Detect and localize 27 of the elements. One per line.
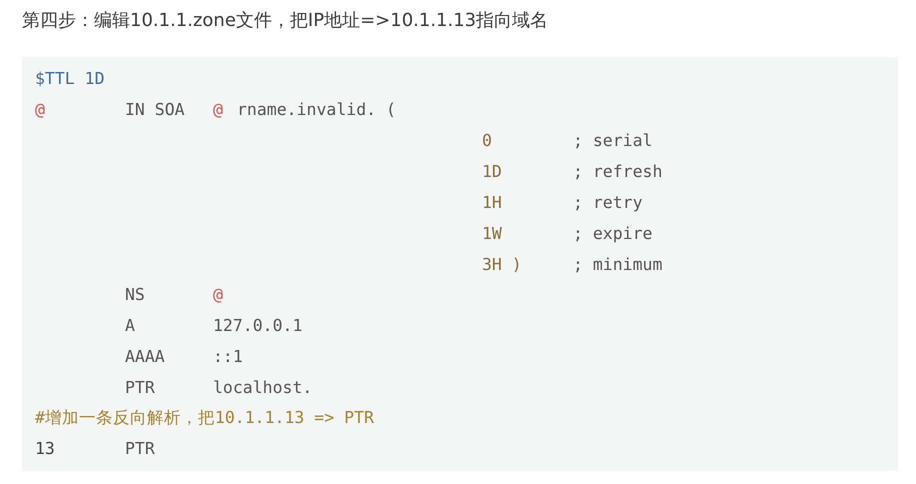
heading: 第四步：编辑10.1.1.zone文件，把IP地址=>10.1.1.13指向域名 (22, 9, 548, 32)
code-text: $TTL 1D (35, 69, 105, 89)
code-text: PTR (125, 439, 155, 459)
code-text: localhost. (213, 378, 312, 398)
code-text: PTR (125, 378, 155, 398)
code-text: IN SOA (125, 100, 185, 120)
code-text: rname.invalid. ( (237, 100, 396, 120)
code-text: ::1 (213, 347, 243, 367)
code-text: 0 (482, 131, 492, 151)
code-text: ; minimum (573, 255, 662, 275)
code-text: @ (213, 100, 223, 120)
code-text: 1W (482, 224, 502, 244)
code-text: 127.0.0.1 (213, 316, 302, 336)
code-text: 13 (35, 439, 55, 459)
code-text: ; refresh (573, 162, 662, 182)
code-text: 1D (482, 162, 502, 182)
code-text: @ (213, 285, 223, 305)
code-text: 3H ) (482, 255, 522, 275)
code-text: ; serial (573, 131, 652, 151)
code-comment: #增加一条反向解析，把10.1.1.13 => PTR (35, 408, 374, 428)
code-text: A (125, 316, 135, 336)
code-text: @ (35, 100, 45, 120)
code-text: AAAA (125, 347, 165, 367)
code-text: NS (125, 285, 145, 305)
code-text: 1H (482, 193, 502, 213)
code-text: ; retry (573, 193, 643, 213)
code-text: ; expire (573, 224, 652, 244)
